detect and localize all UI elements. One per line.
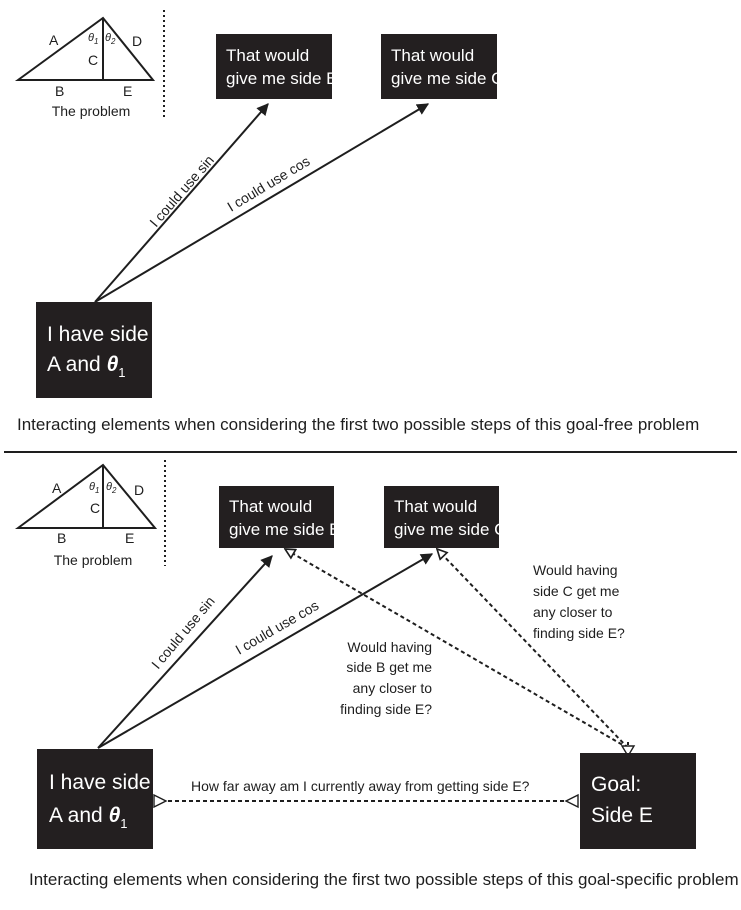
question-c-line2: side C get me [533, 583, 620, 599]
triangle-outline [14, 16, 156, 81]
outcome-box-side-b-2: That would give me side B [219, 486, 341, 548]
box-c-line1: That would [391, 46, 474, 65]
side-label-d: D [132, 33, 142, 49]
arrow-sin-label: I could use sin [146, 152, 217, 230]
box-b2-line2: give me side B [229, 520, 341, 539]
start-line1: I have side [47, 323, 149, 346]
open-arrowhead-start [153, 793, 168, 809]
bottom-panel: A θ1 θ2 C D B E The problem I could use … [14, 460, 739, 889]
side-label-b-2: B [57, 530, 66, 546]
theta1-label: θ1 [88, 32, 98, 46]
start-box: I have side A and θ1 [36, 302, 152, 398]
side-label-b: B [55, 83, 64, 99]
outcome-box-side-b: That would give me side B [216, 34, 338, 99]
problem-figure: A θ1 θ2 C D B E The problem [14, 16, 156, 119]
side-label-e-2: E [125, 530, 134, 546]
box-b-line2: give me side B [226, 69, 338, 88]
side-label-a: A [49, 32, 59, 48]
arrow-sin [94, 103, 269, 303]
box-c-line2: give me side C [391, 69, 503, 88]
arrow-cos [94, 103, 430, 303]
dashed-arrow-goal-to-b [285, 549, 629, 749]
start2-line2: A and θ1 [49, 804, 128, 831]
arrow-cos-2 [97, 553, 434, 749]
side-label-c-2: C [90, 500, 100, 516]
top-panel: A θ1 θ2 C D B E The problem I could use … [14, 10, 699, 434]
box-c2-line2: give me side C [394, 520, 506, 539]
side-label-a-2: A [52, 480, 62, 496]
question-side-b: Would having side B get me any closer to… [340, 639, 432, 717]
box-b2-line1: That would [229, 497, 312, 516]
problem-caption-2: The problem [54, 552, 133, 568]
arrow-sin-label-2: I could use sin [148, 593, 218, 672]
question-b-line3: any closer to [353, 680, 433, 696]
question-c-line1: Would having [533, 562, 618, 578]
distance-question: How far away am I currently away from ge… [191, 778, 530, 794]
side-label-c: C [88, 52, 98, 68]
side-label-e: E [123, 83, 132, 99]
open-arrowhead-goal-side [564, 793, 579, 809]
start-box-2: I have side A and θ1 [37, 749, 153, 849]
theta2-label: θ2 [105, 32, 116, 46]
goal-line1: Goal: [591, 773, 641, 796]
open-arrowhead-goal [620, 745, 636, 758]
outcome-box-side-c-2: That would give me side C [384, 486, 506, 548]
goal-box: Goal: Side E [580, 753, 696, 849]
box-c2-line1: That would [394, 497, 477, 516]
theta1-label-2: θ1 [89, 481, 99, 495]
problem-figure-2: A θ1 θ2 C D B E The problem [14, 463, 158, 568]
triangle-outline-2 [14, 463, 158, 529]
arrow-sin-2 [97, 555, 273, 749]
dashed-arrow-goal-to-c [437, 549, 629, 749]
question-b-line4: finding side E? [340, 701, 432, 717]
question-c-line4: finding side E? [533, 625, 625, 641]
question-side-c: Would having side C get me any closer to… [533, 562, 625, 641]
bottom-caption: Interacting elements when considering th… [29, 870, 739, 889]
question-b-line1: Would having [347, 639, 432, 655]
side-label-d-2: D [134, 482, 144, 498]
problem-caption: The problem [52, 103, 131, 119]
outcome-box-side-c: That would give me side C [381, 34, 503, 99]
question-b-line2: side B get me [346, 659, 432, 675]
goal-line2: Side E [591, 804, 653, 827]
start2-line1: I have side [49, 771, 151, 794]
arrow-cos-label-2: I could use cos [233, 597, 322, 658]
question-c-line3: any closer to [533, 604, 613, 620]
arrow-cos-label: I could use cos [224, 153, 312, 215]
start-line2: A and θ1 [47, 353, 126, 380]
top-caption: Interacting elements when considering th… [17, 415, 699, 434]
theta2-label-2: θ2 [106, 481, 117, 495]
box-b-line1: That would [226, 46, 309, 65]
